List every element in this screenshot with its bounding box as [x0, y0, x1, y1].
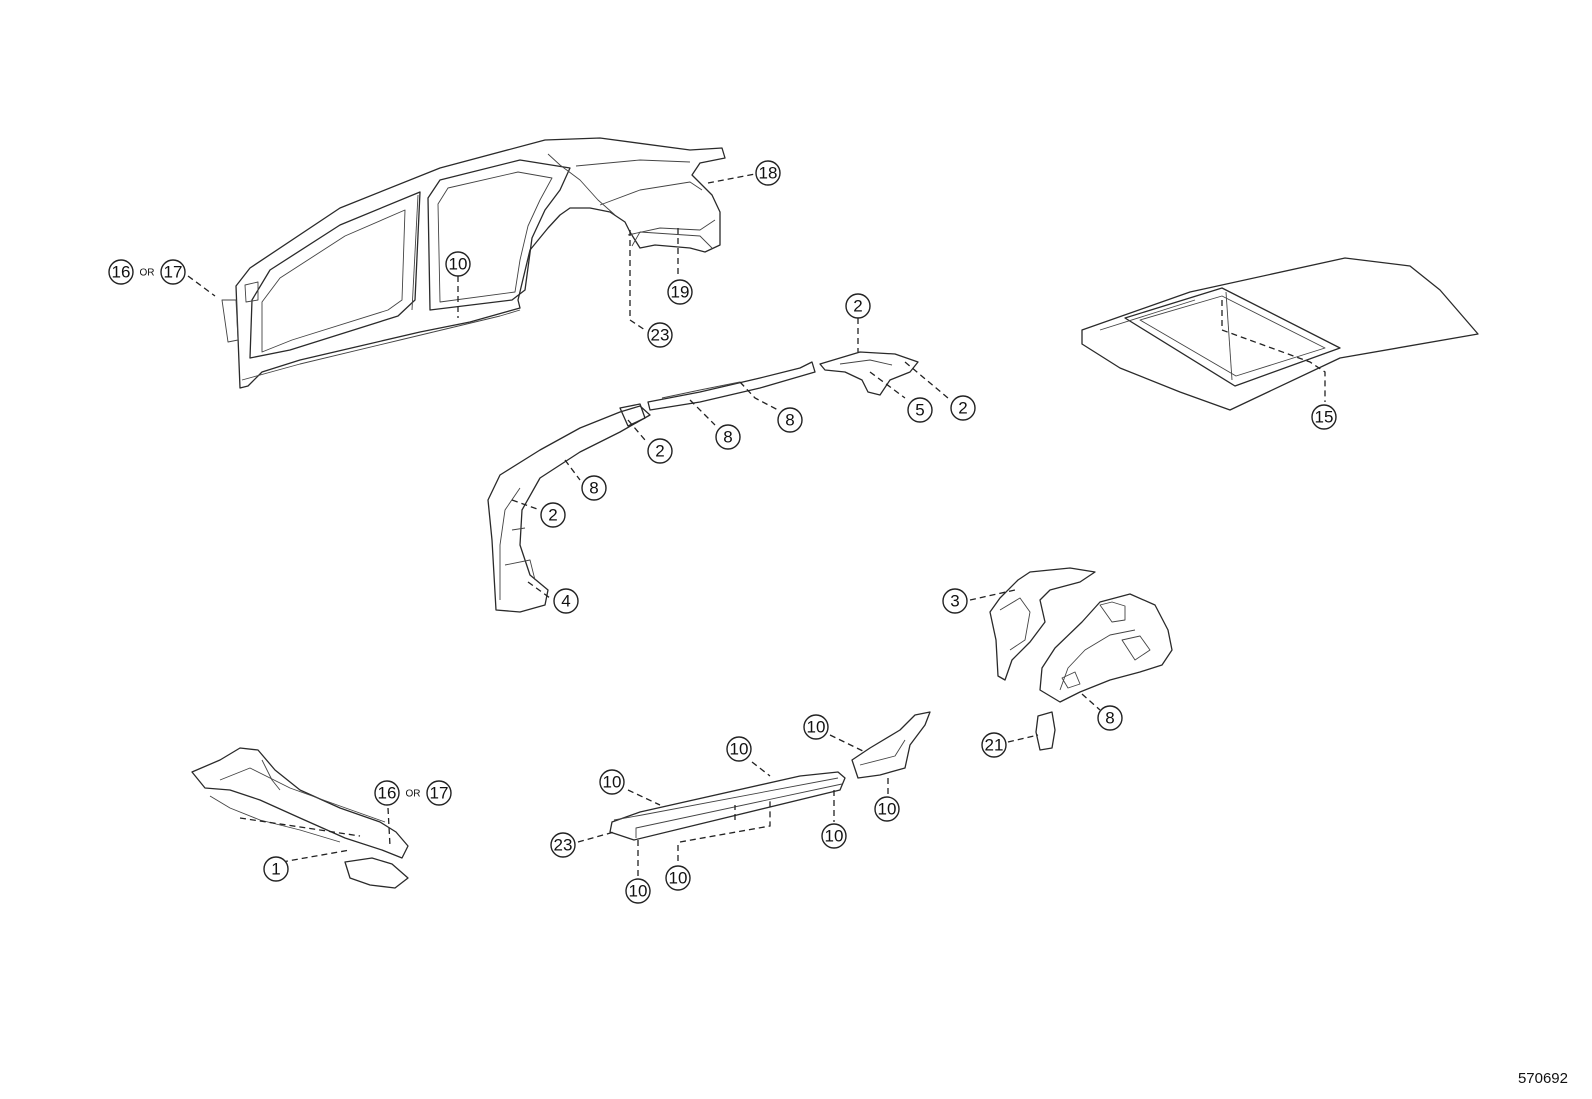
- callout-3: 3: [942, 588, 968, 614]
- svg-text:17: 17: [164, 263, 183, 282]
- callout-10-sill-mid-lower: 10: [821, 823, 847, 849]
- rear-wheel-house-inner: [1039, 593, 1173, 703]
- svg-text:OR: OR: [406, 789, 421, 800]
- svg-text:16: 16: [378, 784, 397, 803]
- callout-16-or-17-bottom: 16 OR 17: [374, 780, 452, 806]
- callout-23-sill: 23: [550, 832, 576, 858]
- callout-18: 18: [755, 160, 781, 186]
- callout-10-sill-bottom-left: 10: [625, 878, 651, 904]
- callout-8-wheelhouse: 8: [1097, 705, 1123, 731]
- inner-pillar-roof-rail: [487, 351, 919, 613]
- svg-text:10: 10: [807, 718, 826, 737]
- callout-16-or-17-top: 16 OR 17: [108, 259, 186, 285]
- callout-8-rail-mid: 8: [715, 424, 741, 450]
- callout-10-sill-upper-left: 10: [599, 769, 625, 795]
- svg-text:8: 8: [1105, 709, 1114, 728]
- callout-10-sill-upper-right: 10: [803, 714, 829, 740]
- svg-text:10: 10: [825, 827, 844, 846]
- callout-8-rail-left: 8: [581, 475, 607, 501]
- svg-text:10: 10: [878, 800, 897, 819]
- callout-15: 15: [1311, 404, 1337, 430]
- svg-text:4: 4: [561, 592, 570, 611]
- svg-text:OR: OR: [140, 268, 155, 279]
- callout-10-sill-bottom-mid: 10: [665, 865, 691, 891]
- callout-10-sill-upper-mid: 10: [726, 736, 752, 762]
- roof-panel: [1081, 257, 1479, 411]
- svg-text:10: 10: [730, 740, 749, 759]
- svg-text:1: 1: [271, 860, 280, 879]
- callout-23-top: 23: [647, 322, 673, 348]
- svg-text:17: 17: [430, 784, 449, 803]
- svg-text:2: 2: [655, 442, 664, 461]
- diagram-number: 570692: [1517, 1070, 1568, 1087]
- svg-text:21: 21: [985, 736, 1004, 755]
- callout-8-rail-right: 8: [777, 407, 803, 433]
- svg-text:8: 8: [785, 411, 794, 430]
- callout-10-sill-right-lower: 10: [874, 796, 900, 822]
- svg-text:15: 15: [1315, 408, 1334, 427]
- callout-19: 19: [667, 279, 693, 305]
- callout-2-rail-left: 2: [540, 502, 566, 528]
- svg-text:10: 10: [449, 255, 468, 274]
- svg-text:10: 10: [603, 773, 622, 792]
- svg-text:19: 19: [671, 283, 690, 302]
- svg-text:10: 10: [669, 869, 688, 888]
- callout-1: 1: [263, 856, 289, 882]
- callout-2-rail-mid: 2: [647, 438, 673, 464]
- svg-text:8: 8: [589, 479, 598, 498]
- callout-2-rail-top: 2: [845, 293, 871, 319]
- callout-5: 5: [907, 397, 933, 423]
- svg-text:2: 2: [853, 297, 862, 316]
- callout-21: 21: [981, 732, 1007, 758]
- leader-lines: [187, 173, 1326, 877]
- rocker-sill-panel: [609, 711, 931, 841]
- callout-4: 4: [553, 588, 579, 614]
- svg-text:3: 3: [950, 592, 959, 611]
- svg-text:2: 2: [548, 506, 557, 525]
- svg-text:5: 5: [915, 401, 924, 420]
- side-body-outer-panel: [221, 137, 726, 389]
- svg-text:23: 23: [554, 836, 573, 855]
- svg-text:23: 23: [651, 326, 670, 345]
- small-bracket: [1035, 711, 1056, 751]
- callout-2-rail-right: 2: [950, 395, 976, 421]
- svg-text:2: 2: [958, 399, 967, 418]
- front-apron-panel: [989, 567, 1096, 681]
- svg-text:8: 8: [723, 428, 732, 447]
- cowl-dash-panel: [191, 747, 409, 889]
- callout-10-pillar: 10: [445, 251, 471, 277]
- svg-text:18: 18: [759, 164, 778, 183]
- svg-text:16: 16: [112, 263, 131, 282]
- svg-text:10: 10: [629, 882, 648, 901]
